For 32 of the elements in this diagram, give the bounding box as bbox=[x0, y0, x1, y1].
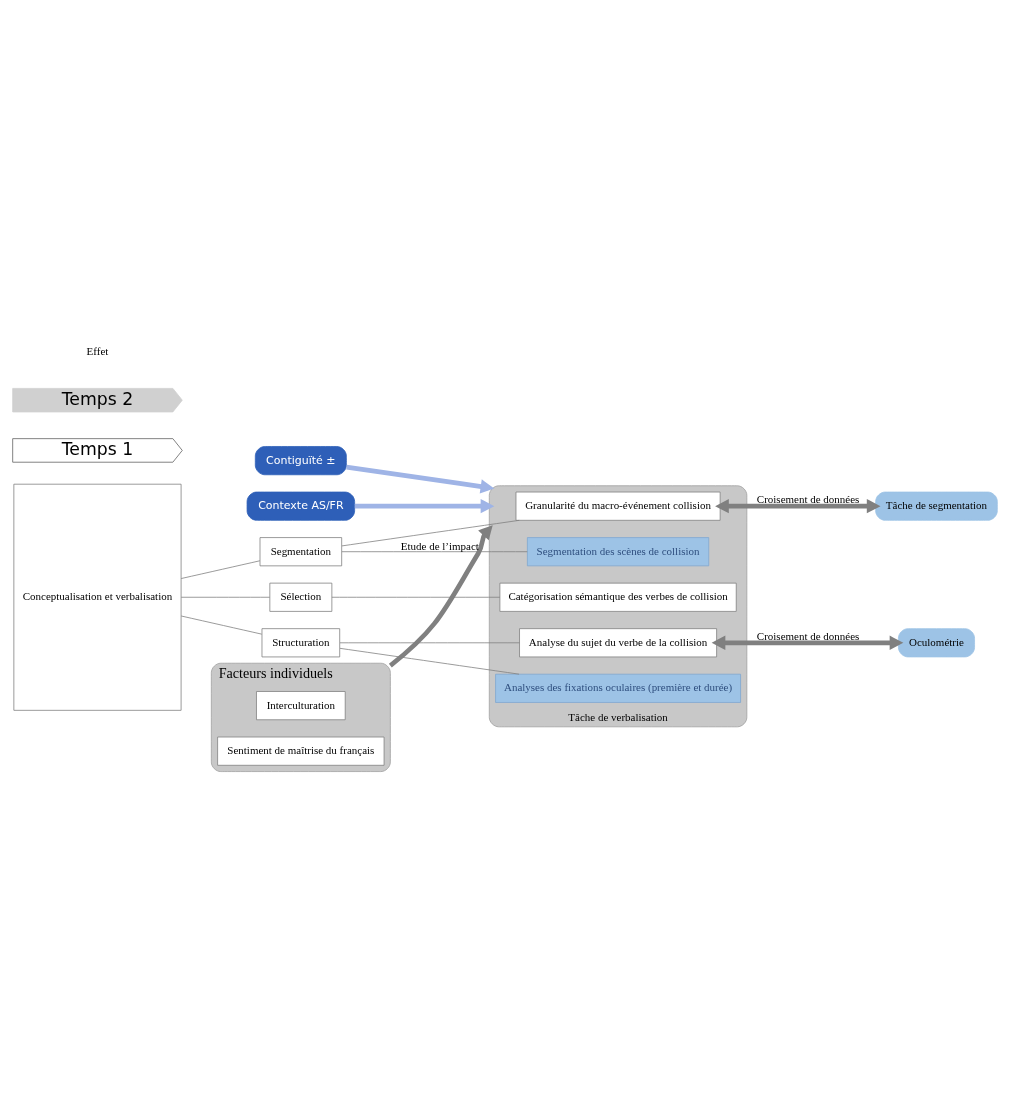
connector bbox=[331, 596, 500, 598]
node-box: Conceptualisation et verbalisation bbox=[12, 483, 181, 711]
connector bbox=[341, 519, 520, 546]
connector bbox=[180, 615, 262, 635]
node-box: Structuration bbox=[261, 627, 340, 657]
node-box: Segmentation bbox=[259, 536, 342, 566]
arrow bbox=[714, 498, 880, 513]
node-box: Granularité du macro-événement collision bbox=[515, 491, 721, 521]
arrow bbox=[711, 635, 903, 650]
label: Effet bbox=[86, 344, 108, 357]
connector bbox=[339, 647, 519, 675]
node-box: Contexte AS/FR bbox=[246, 491, 355, 521]
arrow bbox=[388, 524, 493, 667]
node-box: Catégorisation sémantique des verbes de collision bbox=[499, 582, 737, 612]
arrow bbox=[345, 464, 494, 494]
connector bbox=[180, 596, 270, 598]
connector bbox=[180, 559, 260, 579]
connector bbox=[341, 550, 528, 552]
node-box: Contiguïté ± bbox=[254, 445, 347, 475]
connector bbox=[339, 641, 520, 643]
edge-label: Croisement de données bbox=[756, 492, 859, 505]
node-box: Interculturation bbox=[255, 690, 346, 720]
arrow bbox=[354, 498, 494, 513]
node-box: Segmentation des scènes de collision bbox=[526, 536, 709, 566]
edge-label: Etude de l’impact bbox=[400, 539, 479, 552]
edge-label: Croisement de données bbox=[756, 629, 859, 642]
node-box: Analyses des fixations oculaires (première et durée) bbox=[494, 673, 741, 703]
node-box: Oculométrie bbox=[897, 627, 975, 657]
node-box: Analyse du sujet du verbe de la collision bbox=[518, 627, 717, 657]
node-box: Sentiment de maîtrise du français bbox=[216, 736, 384, 766]
node-box: Tâche de segmentation bbox=[874, 491, 998, 521]
node-box: Sélection bbox=[268, 582, 332, 612]
